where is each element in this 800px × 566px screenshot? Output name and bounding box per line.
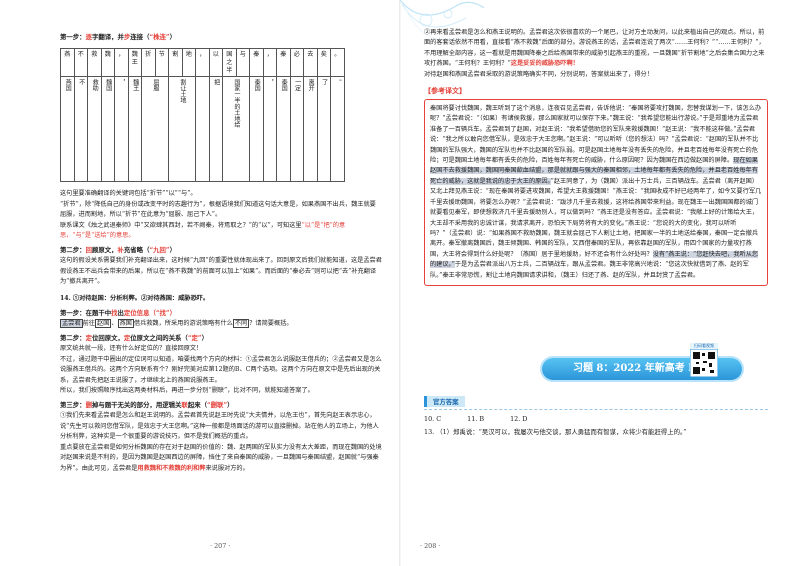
answers-divider	[424, 409, 768, 410]
right-page: ②再来看孟尝君是怎么和燕王说明的。孟尝君这次依很喜欢的一个尾巴，让对方主动发问，…	[400, 0, 800, 566]
q14-step-two-heading: 第二步：定位回原文，定位原文之间的关系（“定”）	[60, 334, 208, 343]
answer-11: 11. B	[467, 415, 485, 423]
q14-step-one-heading: 第一步：在题干中找出定位信息（“找”）	[60, 309, 176, 318]
answer-13: 13. （1）郑禹说：“吴汉可以，我屡次与他交谈，那人勇猛而有智谋，众将少有能赶…	[424, 428, 687, 436]
answer-10: 10. C	[424, 415, 442, 423]
question-14-answer: 14. ①对待赵国：分析利弊。②对待燕国：威胁恐吓。	[60, 294, 210, 302]
step-two-heading: 第二步：回顾原文，补充省略（“九回”）	[60, 246, 176, 255]
table-row-translation: 燕国 不 救助 魏国 ， 魏王 屈服 割让土地 把 国家一半的土地给 秦国 ， …	[60, 76, 345, 183]
q14-stem-with-locators: 孟尝君前往赵国、燕国借兵救魏，所采用的游说策略有什么不同？请简要概括。	[60, 319, 293, 329]
page-number-left: · 207 ·	[210, 542, 231, 550]
yan-analysis-paragraph: ②再来看孟尝君是怎么和燕王说明的。孟尝君这次依很喜欢的一个尾巴，让对方主动发问，…	[424, 29, 765, 68]
step-one-heading: 第一步：逐字翻译，并步连接（“株连”）	[60, 33, 176, 41]
qr-code-label: 扫码看视频	[690, 343, 718, 349]
q14-step-three-p1: ①我们先来看孟尝君是怎么和赵王说明的。孟尝君首先说赵王时先说“大夫情并，以危王也…	[60, 412, 379, 441]
q14-step-three-p2: 重点要放在孟尝君是如何分析魏国的存在对于赵国的价值的：魏、赵两国的军队实力没有太…	[60, 443, 382, 472]
q14-step-two-p1: 原文统共就一段，还有什么好定位的？直接回原文！	[60, 345, 203, 353]
qr-code-icon	[689, 348, 719, 378]
step-two-paragraph: 这句的假设关系需要我们补充翻译出来，这时候“九回”的重要性就体现出来了。回到原文…	[60, 257, 382, 286]
q14-step-two-p3: 所以，我们按照顺序找出这两类材料后，再进一步分别“删联”，比对不同，就能知道答案…	[60, 387, 314, 395]
yi-yu-explanation: 联系课文《烛之武退秦师》中“又欲肆其西封，若不阙秦，将焉取之？”的“以”，可知这…	[60, 221, 346, 240]
official-answers-tab: 官方答案	[424, 396, 465, 407]
translation-table: 燕不救魏，魏王折节割地，以国之半与秦，秦必去矣。 燕国 不 救助 魏国 ， 魏王…	[60, 47, 345, 183]
zhejie-explanation: “折节”，除“降低自己的身份或改变平时的志趣行为”，根据语境我们知道这句话大意是…	[60, 200, 376, 219]
answers-multiple-choice: 10. C 11. B 12. D	[424, 415, 551, 423]
reference-translation-title: 【参考译文】	[424, 86, 466, 96]
q14-step-three-heading: 第三步：删掉与题干无关的部分，用逻辑关联起来（“删联”）	[60, 401, 234, 410]
summary-paragraph: 对待赵国和燕国孟尝君采取的游说策略确实不同，分别说明，答案就出来了，得分！	[424, 70, 653, 78]
decorative-corner-ornament	[399, 0, 485, 41]
reference-translation-text: 秦国将要讨伐魏国，魏王听到了这个消息，连夜召见孟尝君，告诉他说：“秦国将要攻打魏…	[430, 105, 762, 279]
page-number-right: · 208 ·	[420, 542, 441, 550]
left-page: 第一步：逐字翻译，并步连接（“株连”） 燕不救魏，魏王折节割地，以国之半与秦，秦…	[60, 33, 382, 550]
keyword-note: 这句里要准确翻译的关键词包括“折节”“以”“与”。	[60, 190, 197, 198]
reference-translation-box: 秦国将要讨伐魏国，魏王听到了这个消息，连夜召见孟尝君，告诉他说：“秦国将要攻打魏…	[424, 99, 768, 286]
answer-12: 12. D	[510, 415, 528, 423]
table-row-original: 燕不救魏，魏王折节割地，以国之半与秦，秦必去矣。	[60, 47, 345, 78]
page-gutter	[399, 0, 401, 566]
q14-step-two-p2: 不过，通过题干中圈出的定位词可以知道，咱要找两个方向的材料：①孟尝君怎么说服赵王…	[60, 355, 382, 384]
qr-code-video[interactable]: 扫码看视频	[689, 343, 719, 381]
